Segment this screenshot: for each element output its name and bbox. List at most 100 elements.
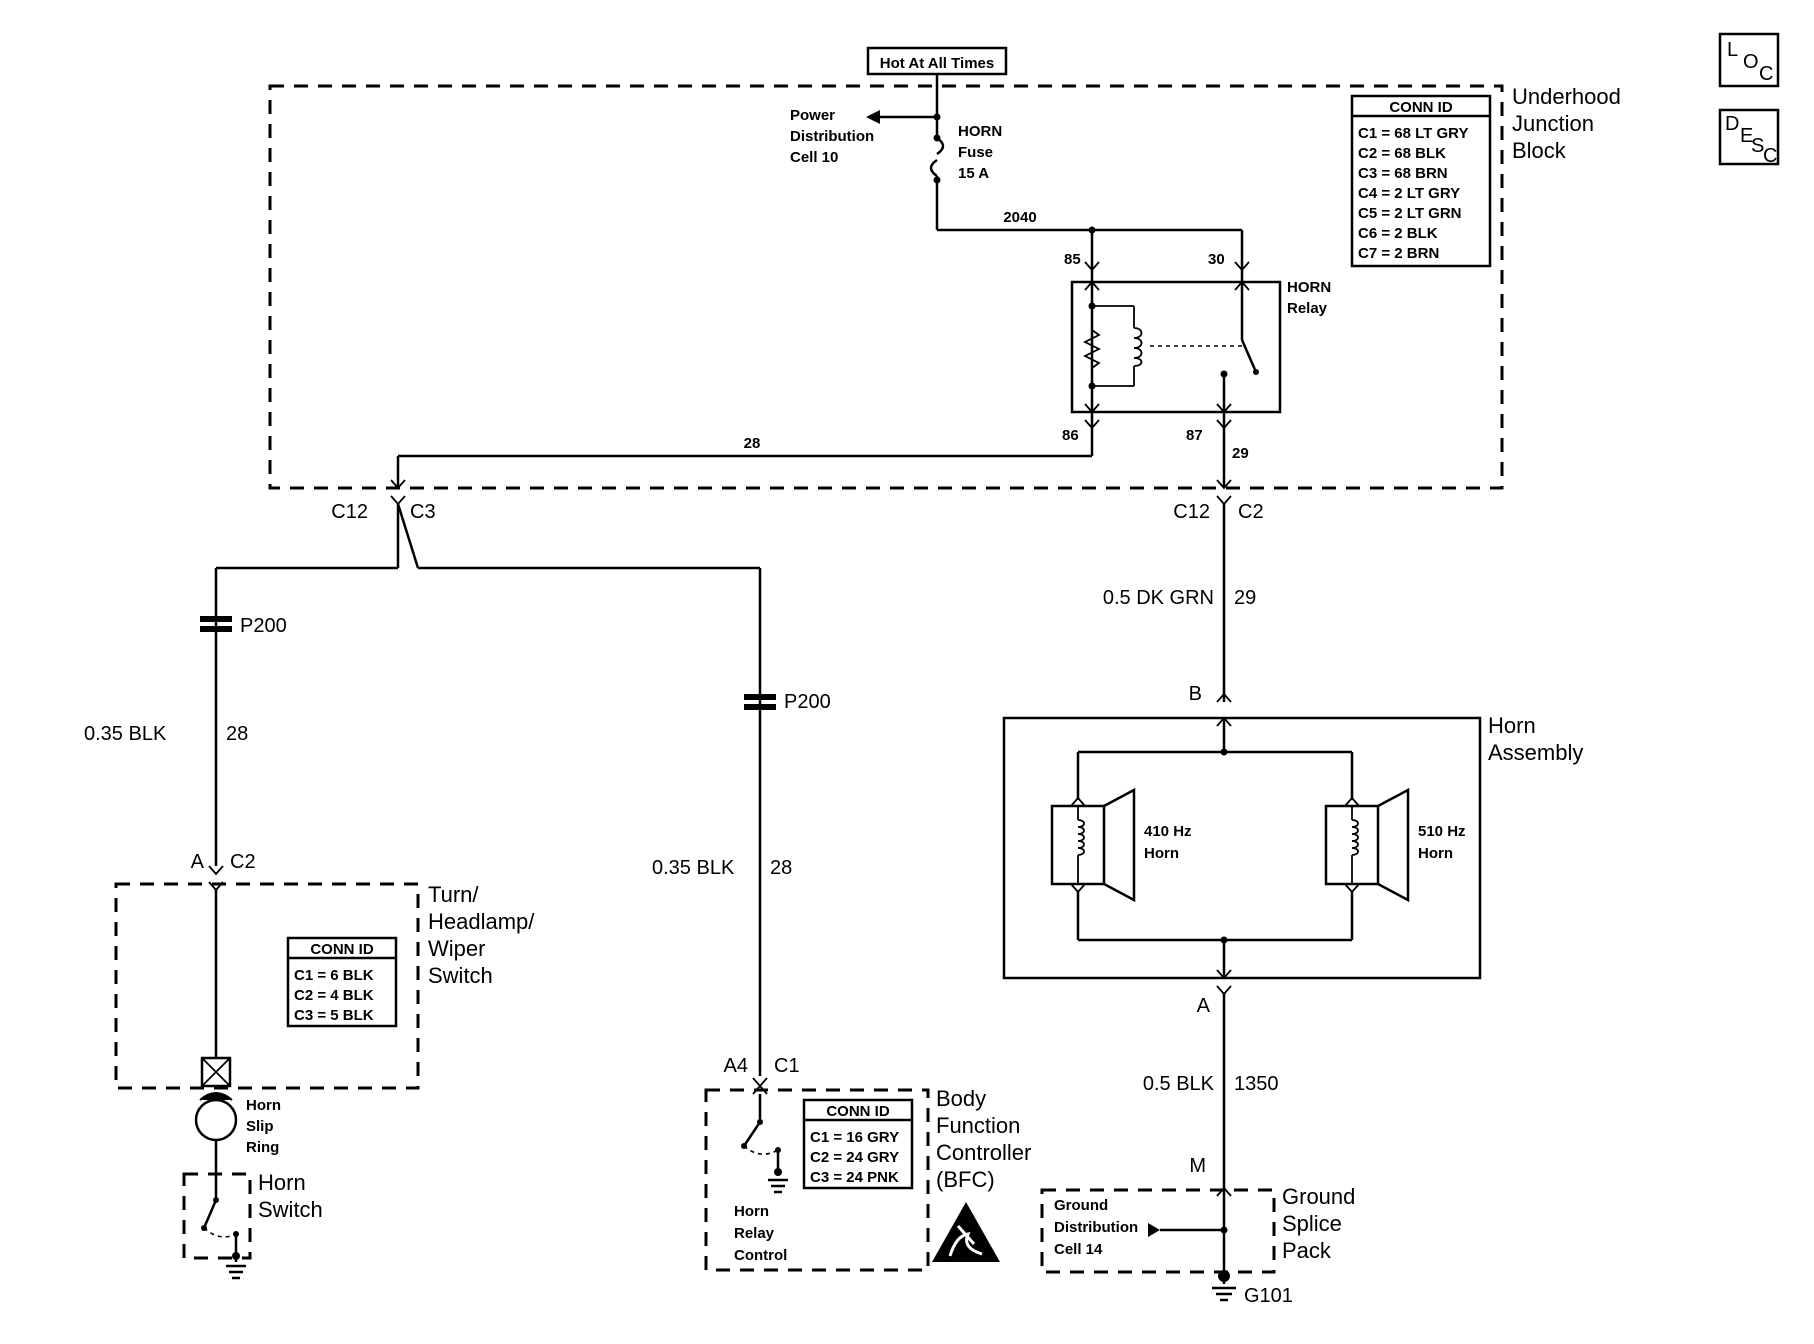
svg-text:Hot At All Times: Hot At All Times bbox=[880, 55, 994, 72]
svg-text:C3 = 24 PNK: C3 = 24 PNK bbox=[810, 1169, 899, 1186]
svg-text:Horn: Horn bbox=[734, 1203, 769, 1220]
svg-text:Switch: Switch bbox=[258, 1197, 323, 1222]
svg-text:A: A bbox=[1197, 995, 1211, 1017]
underhood-junction-block: Underhood Junction Block bbox=[268, 84, 1621, 490]
svg-text:E: E bbox=[1740, 125, 1753, 147]
horn-510hz: 510 Hz Horn bbox=[1324, 787, 1466, 903]
svg-text:Horn: Horn bbox=[1144, 845, 1179, 862]
svg-text:B: B bbox=[1189, 683, 1202, 705]
svg-text:Horn: Horn bbox=[246, 1097, 281, 1114]
hot-at-all-times-label: Hot At All Times bbox=[866, 46, 1008, 76]
connector-c2: C12 C2 bbox=[1173, 495, 1264, 523]
svg-text:Ring: Ring bbox=[246, 1139, 279, 1156]
svg-text:C2: C2 bbox=[230, 851, 256, 873]
svg-text:Fuse: Fuse bbox=[958, 144, 993, 161]
turn-switch-conn-id-table: CONN ID C1 = 6 BLK C2 = 4 BLK C3 = 5 BLK bbox=[286, 936, 398, 1028]
svg-text:Switch: Switch bbox=[428, 963, 493, 988]
svg-text:D: D bbox=[1725, 113, 1739, 135]
svg-text:C12: C12 bbox=[1173, 501, 1210, 523]
svg-text:Horn: Horn bbox=[1418, 845, 1453, 862]
loc-icon[interactable]: L O C bbox=[1718, 32, 1780, 88]
svg-text:C2: C2 bbox=[1238, 501, 1264, 523]
svg-text:Relay: Relay bbox=[1287, 300, 1328, 317]
svg-text:0.5 DK GRN: 0.5 DK GRN bbox=[1103, 587, 1214, 609]
svg-text:Control: Control bbox=[734, 1247, 787, 1264]
svg-text:CONN ID: CONN ID bbox=[310, 941, 374, 958]
svg-text:Distribution: Distribution bbox=[1054, 1219, 1138, 1236]
svg-text:Wiper: Wiper bbox=[428, 936, 485, 961]
svg-text:Cell 10: Cell 10 bbox=[790, 149, 838, 166]
splice-p200-left: P200 bbox=[200, 615, 287, 637]
svg-text:Splice: Splice bbox=[1282, 1211, 1342, 1236]
svg-text:Junction: Junction bbox=[1512, 111, 1594, 136]
svg-text:C3 = 5 BLK: C3 = 5 BLK bbox=[294, 1007, 374, 1024]
ground-splice-pack: Ground Splice Pack M Ground Distribution… bbox=[1040, 1155, 1355, 1274]
svg-text:L: L bbox=[1727, 39, 1738, 61]
wire-28-left: 0.35 BLK 28 bbox=[84, 566, 398, 866]
wire-1350: 0.5 BLK 1350 bbox=[1143, 985, 1279, 1182]
svg-text:510 Hz: 510 Hz bbox=[1418, 823, 1466, 840]
horn-410hz: 410 Hz Horn bbox=[1050, 787, 1192, 903]
svg-text:28: 28 bbox=[226, 723, 248, 745]
svg-text:C: C bbox=[1759, 63, 1773, 85]
body-function-controller: Body Function Controller (BFC) A4 C1 Hor… bbox=[704, 1055, 1031, 1272]
svg-text:M: M bbox=[1189, 1155, 1206, 1177]
svg-text:C1 = 6 BLK: C1 = 6 BLK bbox=[294, 967, 374, 984]
desc-icon[interactable]: D E S C bbox=[1718, 108, 1780, 167]
svg-text:0.35 BLK: 0.35 BLK bbox=[84, 723, 167, 745]
svg-text:C1 = 68 LT GRY: C1 = 68 LT GRY bbox=[1358, 125, 1468, 142]
svg-text:C1: C1 bbox=[774, 1055, 800, 1077]
horn-fuse: HORN Fuse 15 A bbox=[929, 74, 1002, 230]
underhood-conn-id-table: CONN ID C1 = 68 LT GRY C2 = 68 BLK C3 = … bbox=[1350, 94, 1492, 268]
svg-text:C12: C12 bbox=[331, 501, 368, 523]
svg-text:86: 86 bbox=[1062, 427, 1079, 444]
svg-text:Distribution: Distribution bbox=[790, 128, 874, 145]
svg-text:C4 = 2 LT GRY: C4 = 2 LT GRY bbox=[1358, 185, 1460, 202]
svg-text:A: A bbox=[191, 851, 205, 873]
svg-text:Ground: Ground bbox=[1282, 1184, 1355, 1209]
svg-text:P200: P200 bbox=[240, 615, 287, 637]
svg-text:Block: Block bbox=[1512, 138, 1567, 163]
esd-warning-icon bbox=[932, 1202, 1000, 1262]
svg-text:28: 28 bbox=[744, 435, 761, 452]
svg-text:29: 29 bbox=[1232, 445, 1249, 462]
svg-text:Horn: Horn bbox=[1488, 713, 1536, 738]
bfc-conn-id-table: CONN ID C1 = 16 GRY C2 = 24 GRY C3 = 24 … bbox=[802, 1098, 914, 1190]
splice-p200-middle: P200 bbox=[744, 691, 831, 713]
svg-text:Body: Body bbox=[936, 1086, 986, 1111]
horn-assembly: Horn Assembly B A bbox=[1002, 683, 1583, 1017]
svg-text:85: 85 bbox=[1064, 251, 1081, 268]
wire-28-middle: 0.35 BLK 28 bbox=[418, 566, 792, 1076]
svg-text:P200: P200 bbox=[784, 691, 831, 713]
svg-text:0.35 BLK: 0.35 BLK bbox=[652, 857, 735, 879]
svg-text:30: 30 bbox=[1208, 251, 1225, 268]
power-distribution-arrow: Power Distribution Cell 10 bbox=[790, 107, 937, 166]
svg-text:O: O bbox=[1743, 51, 1759, 73]
svg-text:87: 87 bbox=[1186, 427, 1203, 444]
svg-text:Headlamp/: Headlamp/ bbox=[428, 909, 535, 934]
svg-text:C5 = 2 LT GRN: C5 = 2 LT GRN bbox=[1358, 205, 1462, 222]
horn-switch: Horn Switch bbox=[182, 1170, 323, 1280]
connector-c3: C12 C3 bbox=[331, 495, 436, 569]
svg-text:0.5 BLK: 0.5 BLK bbox=[1143, 1073, 1215, 1095]
svg-text:2040: 2040 bbox=[1003, 209, 1036, 226]
svg-text:HORN: HORN bbox=[958, 123, 1002, 140]
svg-text:28: 28 bbox=[770, 857, 792, 879]
svg-text:C: C bbox=[1763, 145, 1777, 167]
svg-text:Power: Power bbox=[790, 107, 835, 124]
svg-text:CONN ID: CONN ID bbox=[1389, 99, 1453, 116]
svg-text:1350: 1350 bbox=[1234, 1073, 1279, 1095]
svg-text:S: S bbox=[1751, 135, 1764, 157]
svg-text:29: 29 bbox=[1234, 587, 1256, 609]
svg-text:Controller: Controller bbox=[936, 1140, 1031, 1165]
svg-text:CONN ID: CONN ID bbox=[826, 1103, 890, 1120]
svg-text:C6 = 2 BLK: C6 = 2 BLK bbox=[1358, 225, 1438, 242]
svg-text:C7 = 2 BRN: C7 = 2 BRN bbox=[1358, 245, 1439, 262]
wire-2040: 2040 85 30 bbox=[937, 209, 1250, 272]
svg-text:C2 = 68 BLK: C2 = 68 BLK bbox=[1358, 145, 1446, 162]
wire-29: 0.5 DK GRN 29 bbox=[1103, 504, 1256, 703]
svg-text:HORN: HORN bbox=[1287, 279, 1331, 296]
svg-text:Horn: Horn bbox=[258, 1170, 306, 1195]
horn-relay: HORN Relay bbox=[1070, 270, 1331, 414]
